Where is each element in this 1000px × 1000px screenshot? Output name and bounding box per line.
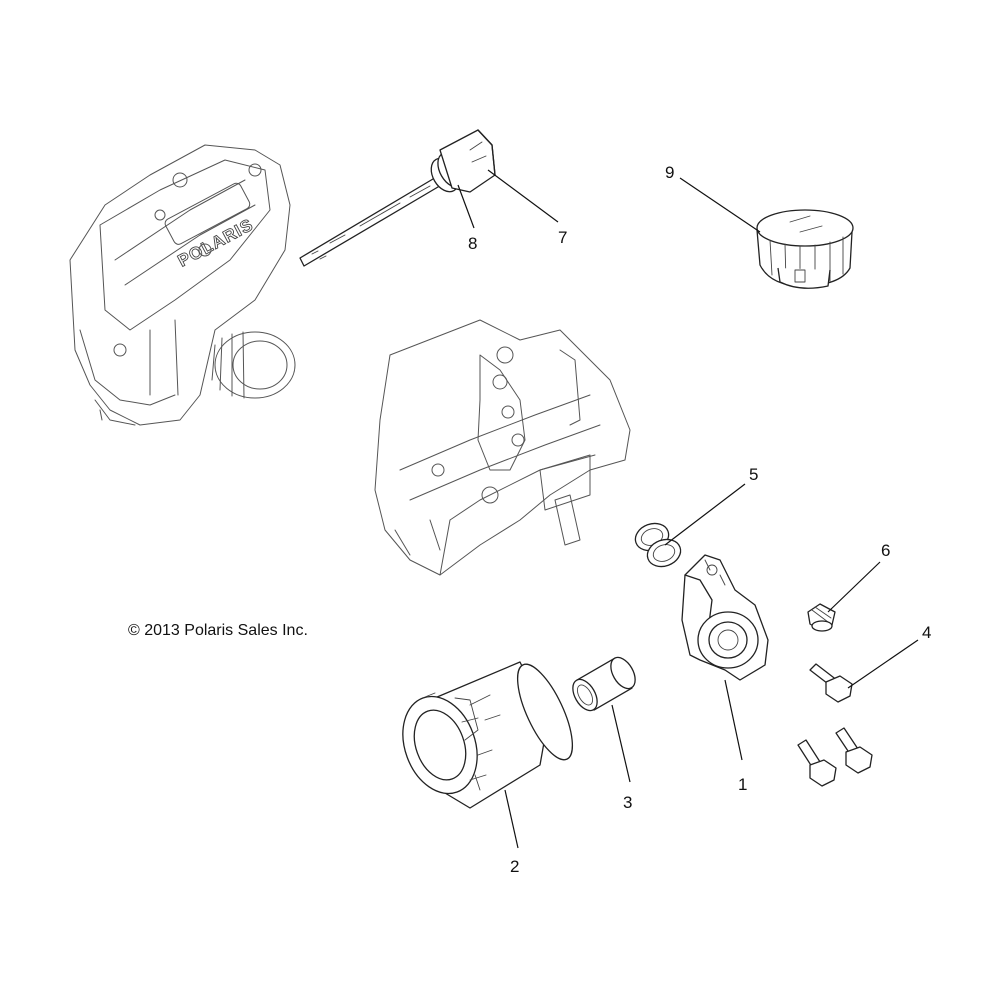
copyright-notice: © 2013 Polaris Sales Inc. <box>128 622 308 639</box>
leader-1 <box>724 679 743 761</box>
leader-7 <box>487 169 559 223</box>
callout-6: 6 <box>881 541 890 560</box>
part-7-dipstick-handle <box>439 129 496 193</box>
leader-5 <box>664 483 746 546</box>
part-3-sleeve <box>572 656 636 712</box>
callout-2: 2 <box>510 857 519 876</box>
part-2-oil-filter <box>402 661 574 809</box>
callout-1: 1 <box>738 775 747 794</box>
callout-9: 9 <box>665 163 674 182</box>
leader-4 <box>847 639 919 689</box>
callout-5: 5 <box>749 465 758 484</box>
leader-6 <box>827 561 881 613</box>
leader-lines <box>457 169 919 849</box>
part-4-bolt-c <box>835 727 873 774</box>
callout-7: 7 <box>558 228 567 247</box>
callout-3: 3 <box>623 793 632 812</box>
callout-8: 8 <box>468 234 477 253</box>
part-4-bolt-b <box>797 739 837 787</box>
engine-crankcase <box>374 319 631 576</box>
leader-9 <box>679 177 761 233</box>
part-6-plug <box>807 603 836 632</box>
part-4-bolt-a <box>809 663 853 703</box>
callout-numbers: 1 2 3 4 5 6 7 8 9 <box>468 163 931 876</box>
leader-3 <box>611 704 631 783</box>
part-9-filler-cap <box>756 209 854 289</box>
leader-8 <box>457 184 475 229</box>
callout-4: 4 <box>922 623 931 642</box>
part-5-o-rings <box>634 522 682 568</box>
part-1-filter-adapter <box>681 554 769 681</box>
engine-valve-cover: POLARIS <box>69 144 296 426</box>
leader-2 <box>504 789 519 849</box>
